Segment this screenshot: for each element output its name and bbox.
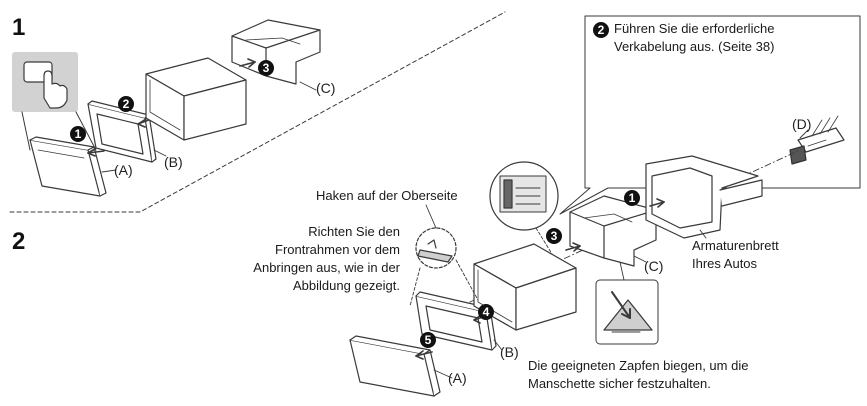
section-number-2: 2 (12, 228, 26, 255)
step-badge-2: 2 (118, 96, 134, 112)
step-badge-4: 4 (478, 304, 494, 320)
callout-line-1: Führen Sie die erforderliche (614, 21, 775, 36)
section-divider (9, 11, 506, 213)
section-number-1: 1 (12, 14, 26, 41)
dashboard-opening (645, 155, 763, 239)
dashboard-note-line-1: Armaturenbrett (692, 238, 779, 253)
callout-line-2: Verkabelung aus. (Seite 38) (614, 39, 775, 54)
align-note-line-3: Anbringen aus, wie in der (253, 260, 400, 275)
align-note-line-2: Frontrahmen vor dem (275, 242, 400, 257)
part-label-c-2: (C) (644, 258, 664, 274)
part-label-a-2: (A) (448, 370, 467, 386)
callout-step-badge: 2 (593, 22, 609, 38)
head-unit-1 (145, 57, 247, 141)
part-label-d: (D) (792, 116, 812, 132)
step-badge-3-b: 3 (546, 228, 562, 244)
wiring-connector (789, 115, 845, 165)
tab-bend-detail (595, 279, 659, 345)
press-release-inset (12, 52, 97, 151)
faceplate-2 (349, 335, 441, 397)
arrow-step3-b (565, 245, 581, 251)
align-note-line-4: Abbildung gezeigt. (293, 278, 400, 293)
part-label-c-1: (C) (316, 80, 336, 96)
tabs-note-line-2: Manschette sicher festzuhalten. (528, 376, 711, 391)
dashboard-note-line-2: Ihres Autos (692, 256, 758, 271)
mounting-sleeve-1 (231, 19, 321, 85)
hook-note: Haken auf der Oberseite (316, 188, 458, 203)
part-label-a-1: (A) (114, 162, 133, 178)
part-label-b-1: (B) (164, 154, 183, 170)
step-badge-3: 3 (258, 60, 274, 76)
step-badge-1-b: 1 (624, 190, 640, 206)
tabs-note-line-1: Die geeigneten Zapfen biegen, um die (528, 358, 749, 373)
step-badge-1: 1 (70, 126, 86, 142)
arrow-step1-b (649, 201, 665, 207)
mounting-sleeve-2 (569, 195, 657, 267)
arrow-step1-a (87, 150, 105, 154)
head-unit-2 (473, 243, 577, 331)
sleeve-detail-inset (489, 161, 559, 231)
hook-detail-inset (415, 227, 457, 269)
arrow-step5-b (415, 351, 433, 357)
step-badge-5: 5 (420, 332, 436, 348)
arrow-step3-a (239, 61, 256, 67)
faceplate-1 (29, 136, 107, 197)
part-label-b-2: (B) (500, 344, 519, 360)
align-note-line-1: Richten Sie den (308, 224, 400, 239)
wiring-callout (559, 15, 861, 215)
